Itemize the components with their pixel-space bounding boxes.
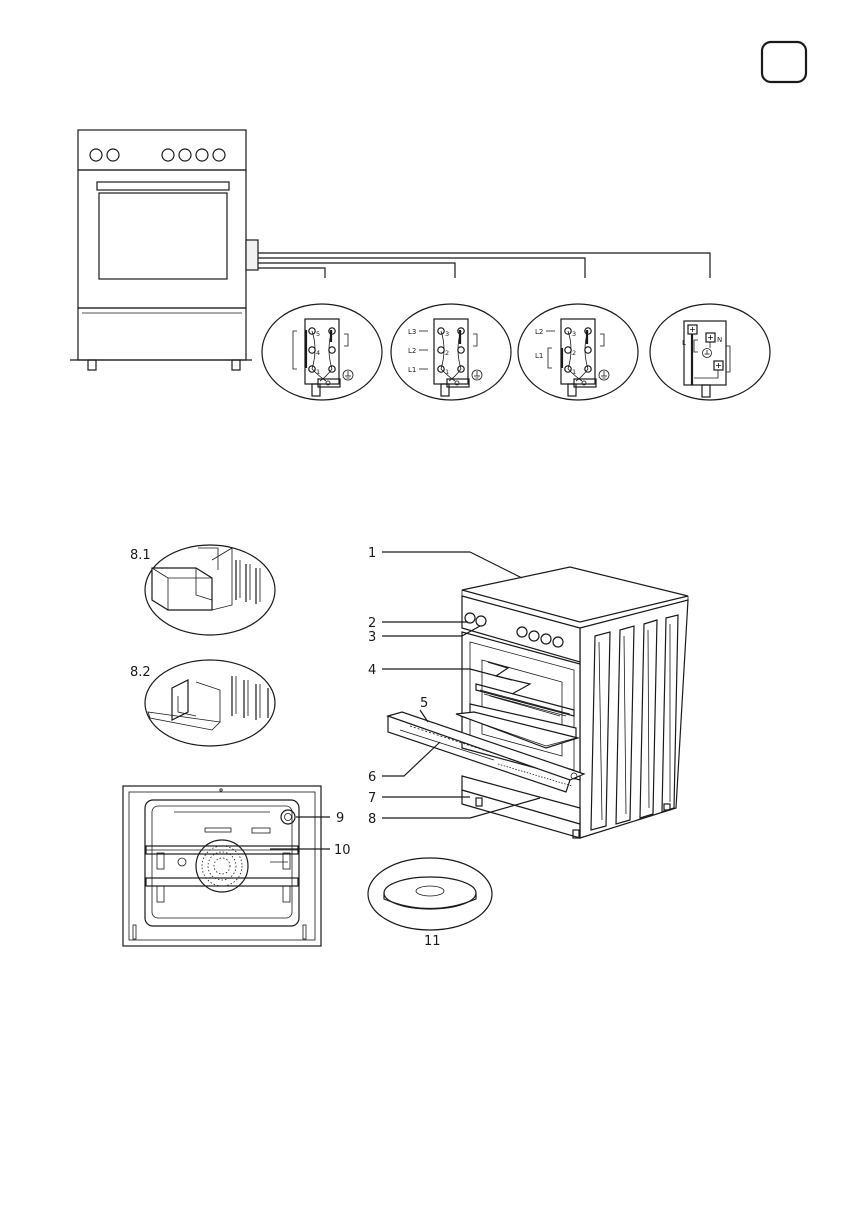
terminal-number: 5 xyxy=(316,330,320,338)
terminal-number: 4 xyxy=(316,349,320,357)
callout-4: 4 xyxy=(368,663,376,678)
knob-icon xyxy=(90,149,102,161)
line-label-l1: L1 xyxy=(408,366,416,374)
convection-fan xyxy=(196,840,248,892)
callout-10: 10 xyxy=(334,843,351,858)
terminal-number: 1 xyxy=(572,368,576,376)
terminal-box xyxy=(246,240,258,270)
terminal-number: 2 xyxy=(572,349,576,357)
line-label-l2: L2 xyxy=(408,347,416,355)
callout-5: 5 xyxy=(420,696,428,711)
detail-8-2-drawer: 8.2 xyxy=(130,660,275,746)
callout-8-2: 8.2 xyxy=(130,665,151,680)
line-label-l: L xyxy=(682,339,686,347)
terminal-number: 1 xyxy=(445,368,449,376)
wiring-diagram-2: L3 L2 L1 3 2 1 xyxy=(391,304,511,400)
callout-3: 3 xyxy=(368,630,376,645)
section-badge xyxy=(762,42,806,82)
door-handle xyxy=(97,182,229,190)
knob-icon xyxy=(196,149,208,161)
callout-2: 2 xyxy=(368,616,376,631)
line-label-l2: L2 xyxy=(535,328,543,336)
terminal-number: 2 xyxy=(445,349,449,357)
wiring-diagram-4: L N xyxy=(650,304,770,400)
knob-icon xyxy=(107,149,119,161)
callout-7: 7 xyxy=(368,791,376,806)
terminal-number: 1 xyxy=(316,368,320,376)
callout-6: 6 xyxy=(368,770,376,785)
terminal-number: 3 xyxy=(572,330,576,338)
line-label-l1: L1 xyxy=(535,352,543,360)
knob-icon xyxy=(213,149,225,161)
cooker-front-view xyxy=(70,130,710,370)
wiring-diagram-3: L2 L1 3 2 1 xyxy=(518,304,638,400)
line-label-l3: L3 xyxy=(408,328,416,336)
oven-window xyxy=(99,193,227,279)
knob-icon xyxy=(179,149,191,161)
detail-11-hotplate xyxy=(368,858,492,930)
callout-9: 9 xyxy=(336,811,344,826)
detail-8-1-drawer: 8.1 xyxy=(130,545,275,635)
knob-icon xyxy=(162,149,174,161)
callout-1: 1 xyxy=(368,546,376,561)
callout-8-1: 8.1 xyxy=(130,548,151,563)
oven-interior-view xyxy=(123,786,321,946)
storage-drawer xyxy=(78,308,246,360)
line-label-n: N xyxy=(717,336,722,344)
oven-lamp xyxy=(281,810,295,824)
wiring-diagram-1: 5 4 1 xyxy=(262,304,382,400)
callout-11: 11 xyxy=(424,934,441,949)
callout-8: 8 xyxy=(368,812,376,827)
terminal-number: 3 xyxy=(445,330,449,338)
